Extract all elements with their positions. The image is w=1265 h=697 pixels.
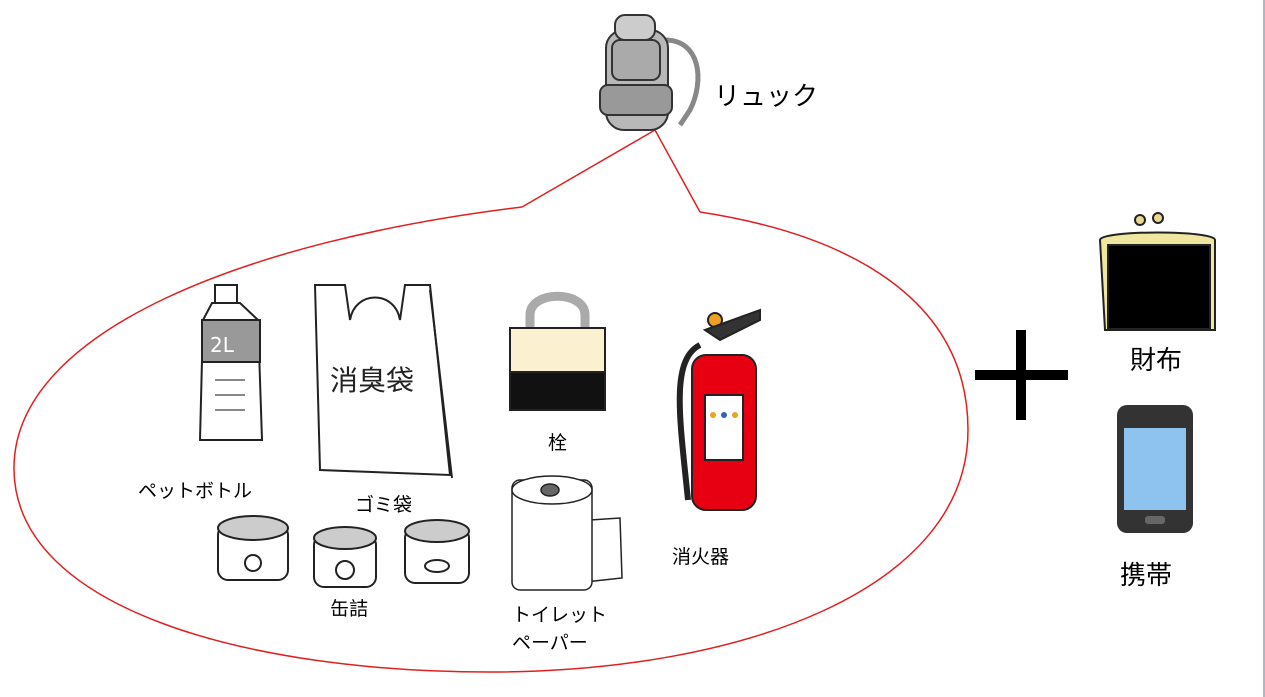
bottle-label: ペットボトル — [138, 480, 253, 502]
speech-bubble — [13, 128, 969, 673]
phone-label: 携帯 — [1120, 561, 1173, 591]
plus-sign — [975, 330, 1068, 420]
extinguisher-label: 消火器 — [672, 546, 730, 568]
toilet-paper-label-line2: ペーパー — [512, 632, 588, 654]
garbage-bag-icon: 消臭袋 — [313, 284, 453, 479]
right-edge-border — [1263, 0, 1265, 697]
backpack-icon — [599, 14, 701, 131]
toilet-paper-label-line1: トイレット — [512, 604, 608, 626]
plug-icon — [509, 291, 606, 411]
svg-text:消臭袋: 消臭袋 — [330, 364, 414, 397]
fire-extinguisher-icon — [676, 308, 761, 511]
can-fish-icon — [404, 519, 470, 584]
canned-food-icons — [217, 515, 470, 588]
cans-label: 缶詰 — [330, 598, 369, 620]
can-beef-icon — [217, 515, 289, 581]
wallet-icon — [1098, 212, 1216, 331]
water-bottle-icon: 2L — [198, 284, 264, 441]
wallet-label: 財布 — [1130, 346, 1183, 376]
smartphone-icon — [1117, 405, 1193, 533]
svg-text:2L: 2L — [210, 333, 235, 357]
plug-label: 栓 — [548, 432, 568, 454]
toilet-paper-icon — [511, 475, 623, 591]
can-orange-icon — [313, 526, 377, 588]
garbage-bag-label: ゴミ袋 — [355, 494, 413, 516]
backpack-label: リュック — [714, 82, 819, 112]
